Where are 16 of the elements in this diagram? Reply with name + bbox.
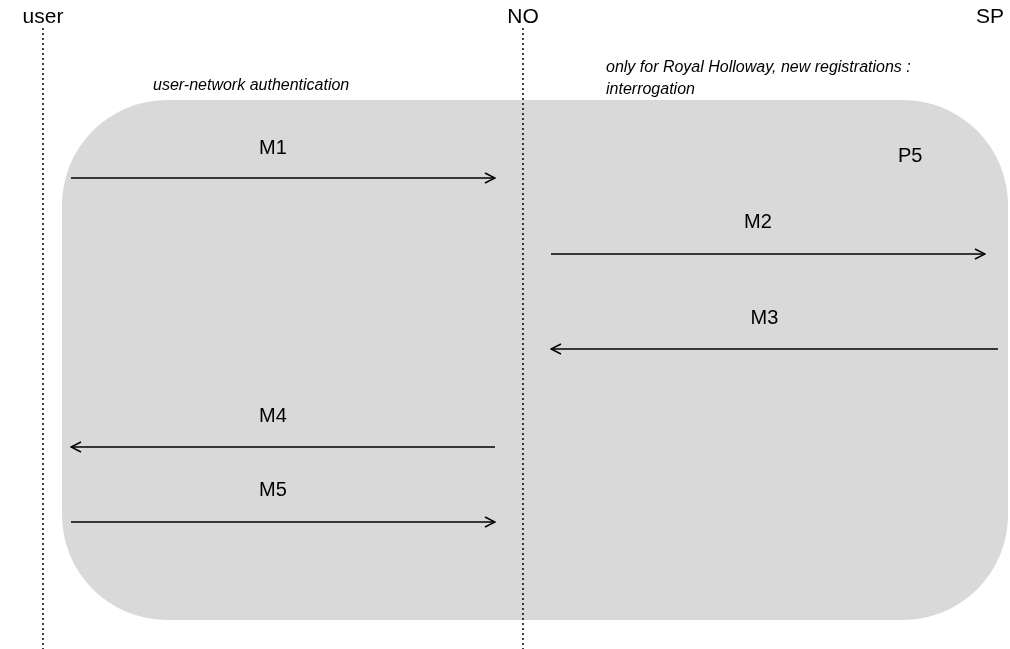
- annotation: user-network authentication: [153, 75, 351, 95]
- annotation: only for Royal Holloway, new registrations : interrogation: [606, 57, 912, 99]
- arrow: [70, 172, 496, 184]
- edge-label: M3: [750, 306, 779, 329]
- lifeline-label: NO: [507, 4, 539, 28]
- edge-label: M1: [259, 136, 287, 159]
- edge-label: M5: [259, 478, 287, 501]
- arrow: [70, 441, 496, 453]
- edge-label: M4: [259, 404, 287, 427]
- lifeline-label: user: [22, 4, 64, 28]
- arrow: [550, 343, 999, 355]
- arrow: [70, 516, 496, 528]
- edge-label: M2: [744, 210, 772, 233]
- region-label: P5: [898, 144, 924, 166]
- lifeline-label: SP: [976, 4, 1004, 28]
- arrow: [550, 248, 986, 260]
